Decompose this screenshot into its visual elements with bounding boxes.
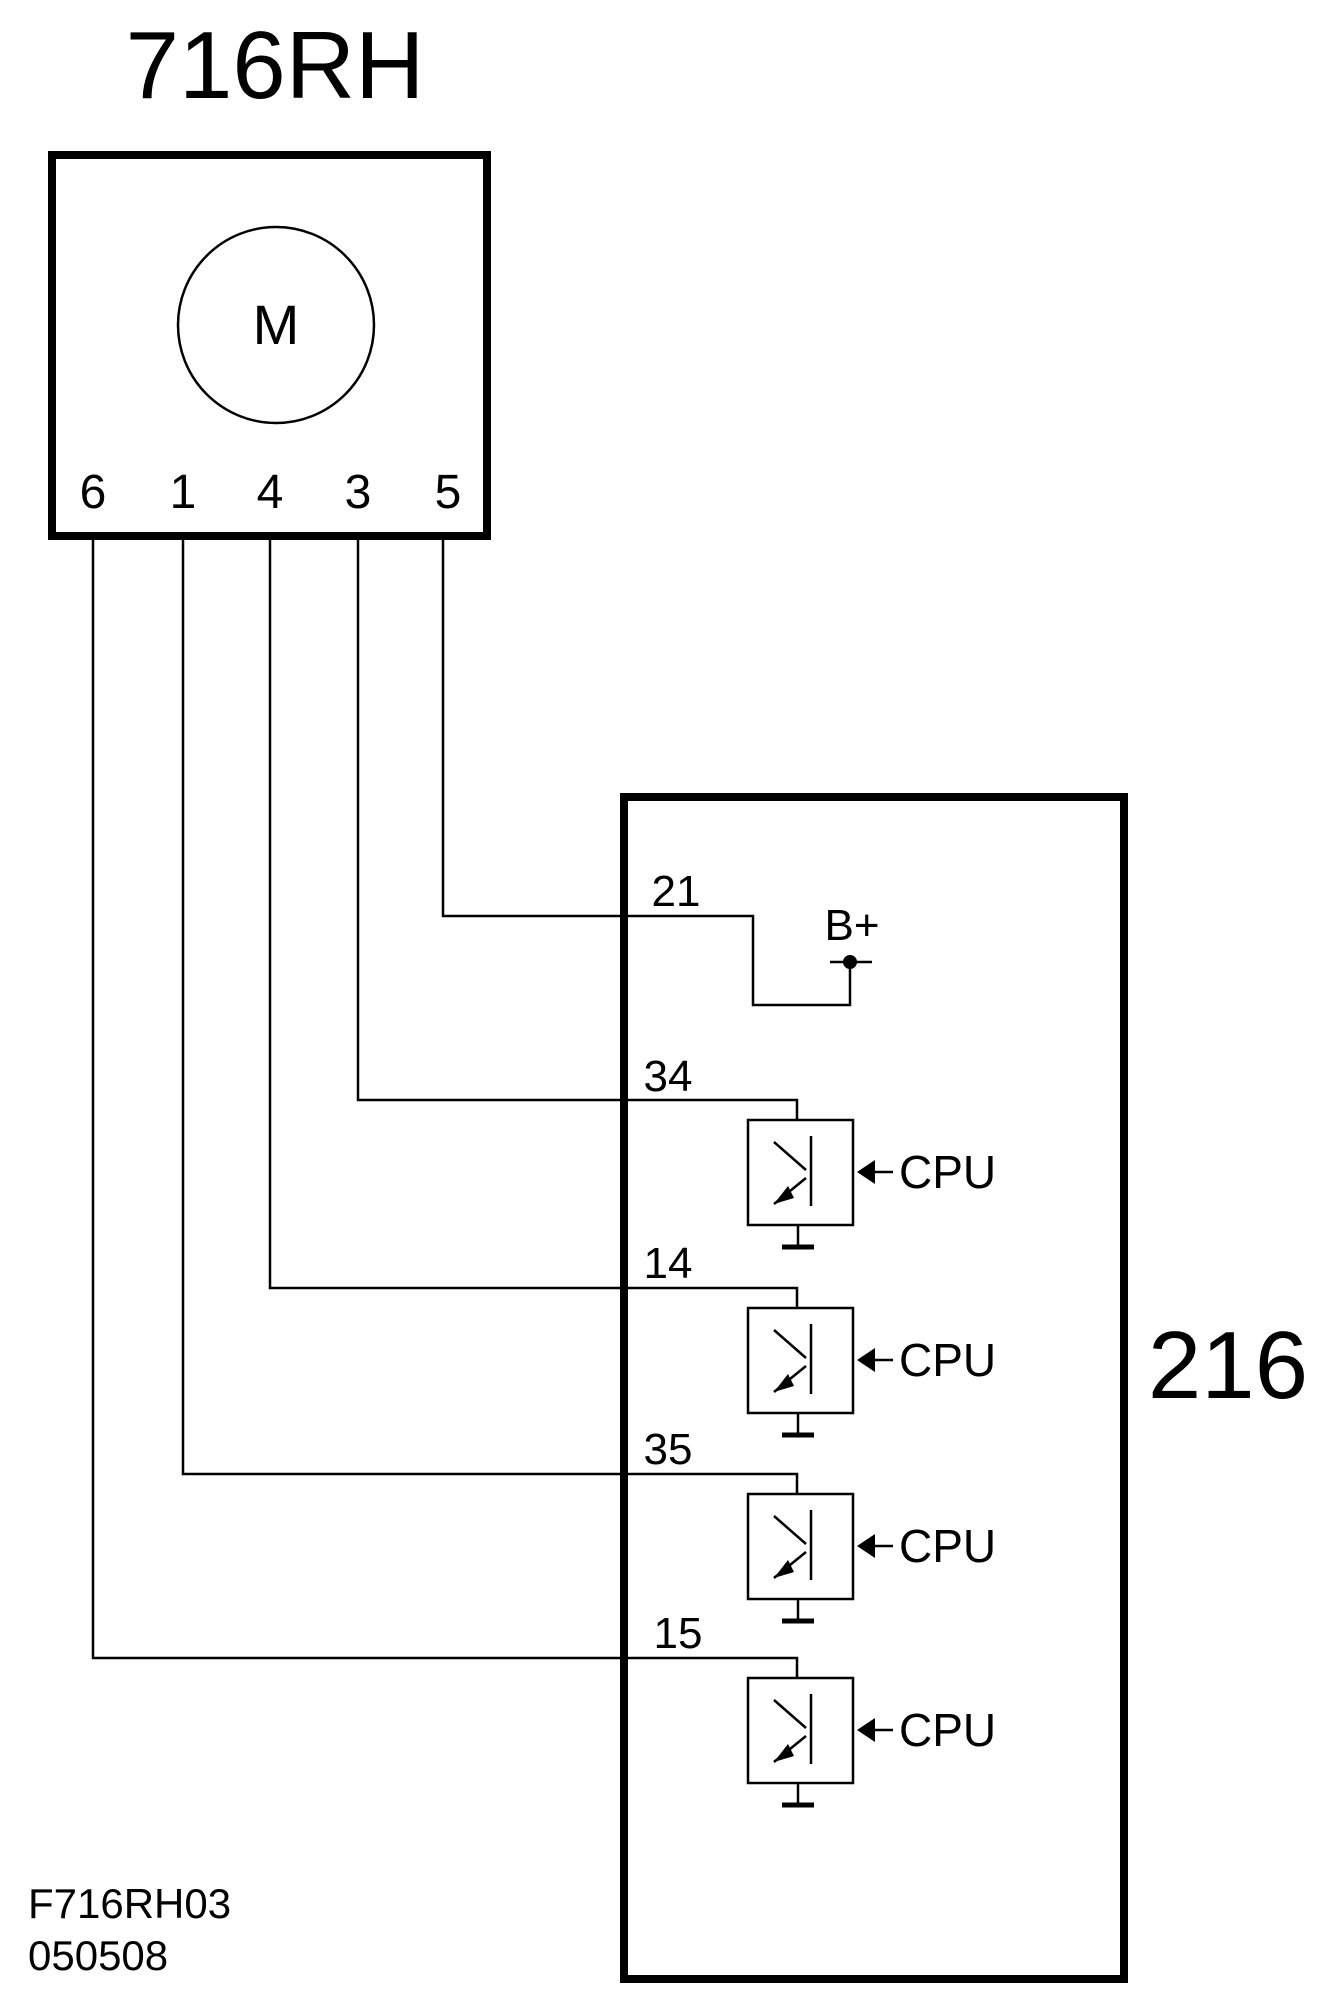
- battery-supply-dot: [843, 955, 857, 969]
- cpu-input-label: CPU: [899, 1704, 996, 1756]
- driver-block: CPU: [746, 1306, 996, 1438]
- transistor-collector-line: [773, 1699, 807, 1729]
- driver-block: CPU: [746, 1492, 996, 1624]
- input-arrow-icon: [857, 1534, 875, 1558]
- input-arrow-icon: [857, 1160, 875, 1184]
- driver-block: CPU: [746, 1118, 996, 1250]
- driver-box: [746, 1118, 855, 1227]
- motor-pin-6: 6: [80, 466, 107, 519]
- driver-blocks: CPU CPU CPU CPU: [746, 1118, 996, 1808]
- wire-pin5-to-terminal21: [441, 536, 852, 1007]
- wire-pin6-to-terminal15: [91, 536, 799, 1678]
- battery-positive-label: B+: [824, 901, 879, 950]
- wire-pin4-to-terminal14: [268, 536, 799, 1308]
- wire-pin3-to-terminal34: [356, 536, 799, 1120]
- transistor-arrow-icon: [774, 1186, 794, 1204]
- wire-pin1-to-terminal35: [181, 536, 799, 1494]
- input-arrow-icon: [857, 1718, 875, 1742]
- terminal-15-label: 15: [654, 1609, 703, 1658]
- terminal-21-label: 21: [652, 867, 701, 916]
- control-module-title: 216: [1148, 1312, 1308, 1419]
- input-arrow-icon: [857, 1348, 875, 1372]
- motor-pin-5: 5: [435, 466, 462, 519]
- motor-pin-3: 3: [345, 466, 372, 519]
- driver-block: CPU: [746, 1676, 996, 1808]
- motor-symbol-circle: [176, 225, 376, 425]
- terminal-14-label: 14: [644, 1239, 693, 1288]
- transistor-collector-line: [773, 1329, 807, 1359]
- transistor-arrow-icon: [774, 1374, 794, 1392]
- terminal-34-label: 34: [644, 1052, 693, 1101]
- motor-module-title: 716RH: [126, 12, 425, 119]
- driver-box: [746, 1492, 855, 1601]
- cpu-input-label: CPU: [899, 1520, 996, 1572]
- motor-pin-4: 4: [257, 466, 284, 519]
- control-module-box: [620, 793, 1128, 1983]
- transistor-arrow-icon: [774, 1560, 794, 1578]
- cpu-input-label: CPU: [899, 1334, 996, 1386]
- transistor-arrow-icon: [774, 1744, 794, 1762]
- motor-symbol-label: M: [253, 293, 300, 356]
- drawing-date-code: 050508: [28, 1932, 168, 1979]
- cpu-input-label: CPU: [899, 1146, 996, 1198]
- driver-box: [746, 1306, 855, 1415]
- transistor-collector-line: [773, 1141, 807, 1171]
- driver-box: [746, 1676, 855, 1785]
- transistor-collector-line: [773, 1515, 807, 1545]
- drawing-id: F716RH03: [28, 1880, 231, 1927]
- terminal-35-label: 35: [644, 1425, 693, 1474]
- motor-pin-1: 1: [170, 466, 197, 519]
